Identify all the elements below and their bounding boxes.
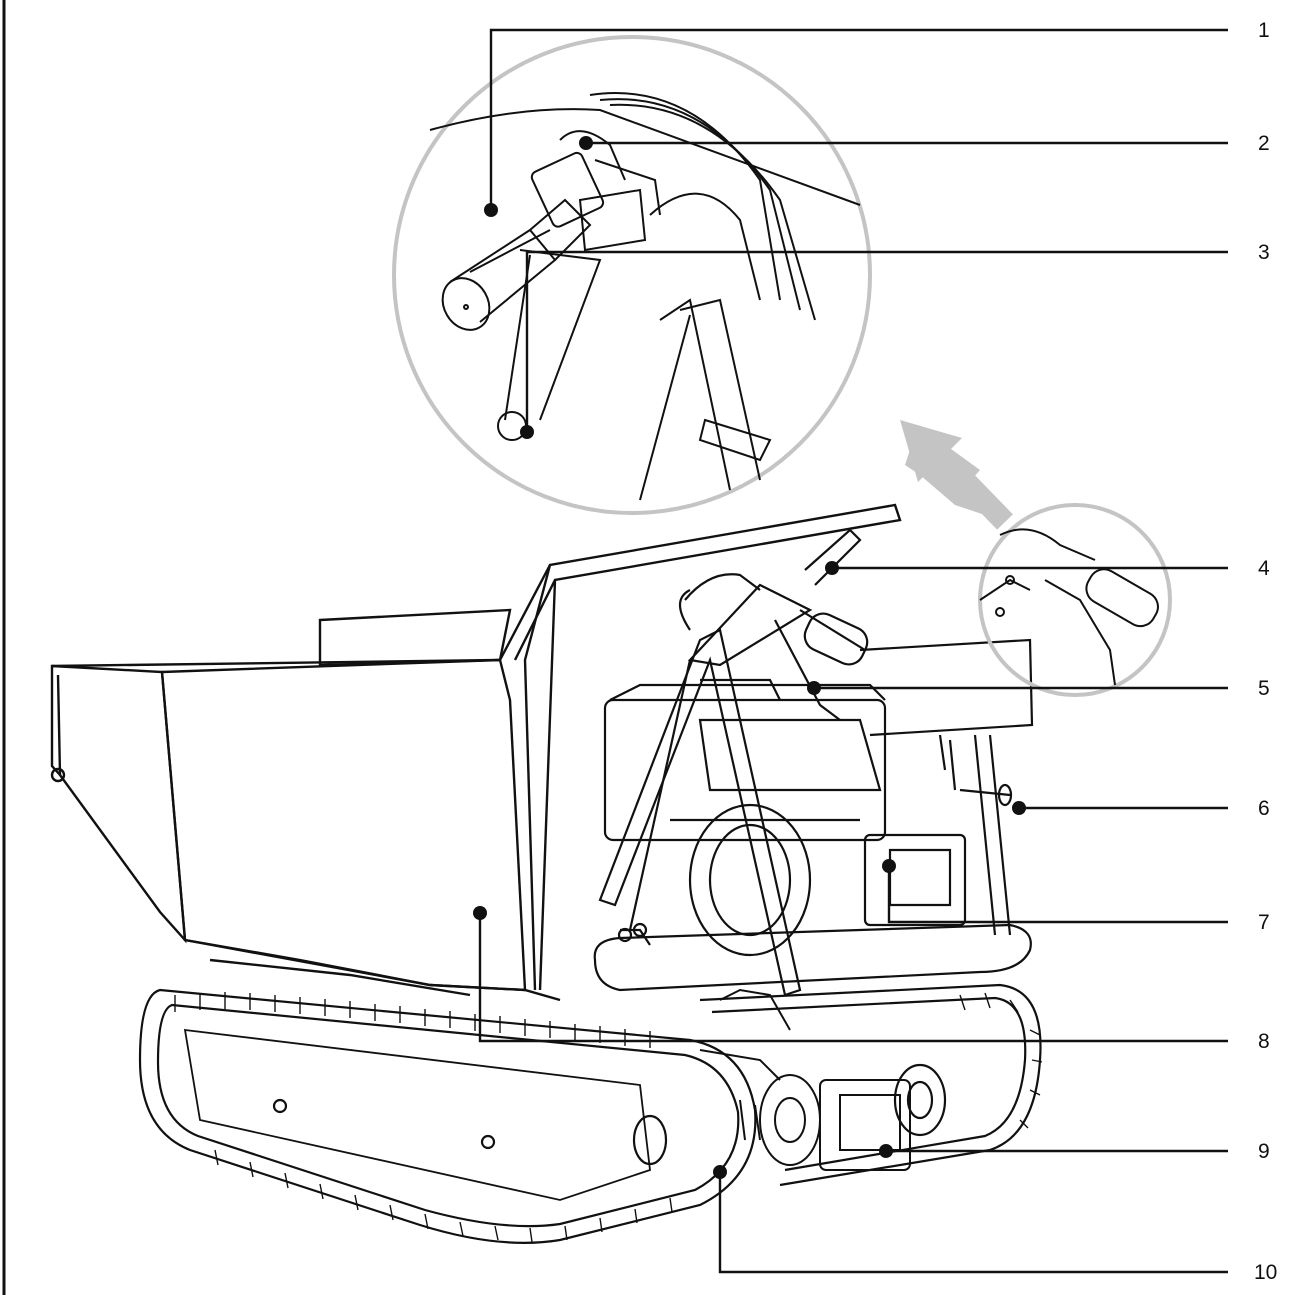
callout-number-10: 10 bbox=[1254, 1261, 1277, 1284]
callout-dot-7 bbox=[882, 859, 896, 873]
detail-magnified-circle bbox=[392, 35, 872, 515]
callout-dots bbox=[473, 136, 1026, 1179]
leader-7 bbox=[887, 866, 1228, 924]
callout-leaders bbox=[478, 28, 1228, 1274]
callout-number-5: 5 bbox=[1258, 677, 1270, 700]
callout-number-2: 2 bbox=[1258, 132, 1270, 155]
drive-assembly bbox=[699, 988, 911, 1171]
leader-8 bbox=[478, 913, 1228, 1043]
zoom-arrow-shaft bbox=[932, 447, 1013, 530]
callout-dot-1 bbox=[484, 203, 498, 217]
leader-3 bbox=[525, 250, 1228, 432]
callout-number-6: 6 bbox=[1258, 797, 1270, 820]
callout-dot-3 bbox=[520, 425, 534, 439]
callout-dot-4 bbox=[825, 561, 839, 575]
callout-number-4: 4 bbox=[1258, 557, 1270, 580]
leader-10 bbox=[718, 1172, 1228, 1274]
callout-number-8: 8 bbox=[1258, 1030, 1270, 1053]
callout-dot-5 bbox=[807, 681, 821, 695]
callout-number-3: 3 bbox=[1258, 241, 1270, 264]
callout-dot-2 bbox=[579, 136, 593, 150]
zoom-arrow-head bbox=[900, 420, 962, 482]
callout-number-7: 7 bbox=[1258, 911, 1270, 934]
callout-dot-6 bbox=[1012, 801, 1026, 815]
callout-numbers: 1 2 3 4 5 6 7 8 9 10 bbox=[1254, 19, 1277, 1284]
callout-dot-9 bbox=[879, 1144, 893, 1158]
callout-dot-10 bbox=[713, 1165, 727, 1179]
callout-number-9: 9 bbox=[1258, 1140, 1270, 1163]
callout-number-1: 1 bbox=[1258, 19, 1270, 42]
track-assembly bbox=[138, 983, 1043, 1244]
dumper-bed bbox=[50, 503, 902, 1002]
callout-dot-8 bbox=[473, 906, 487, 920]
operator-frame bbox=[593, 528, 1034, 997]
leader-1 bbox=[489, 28, 1228, 210]
detail-source-circle bbox=[978, 503, 1172, 697]
